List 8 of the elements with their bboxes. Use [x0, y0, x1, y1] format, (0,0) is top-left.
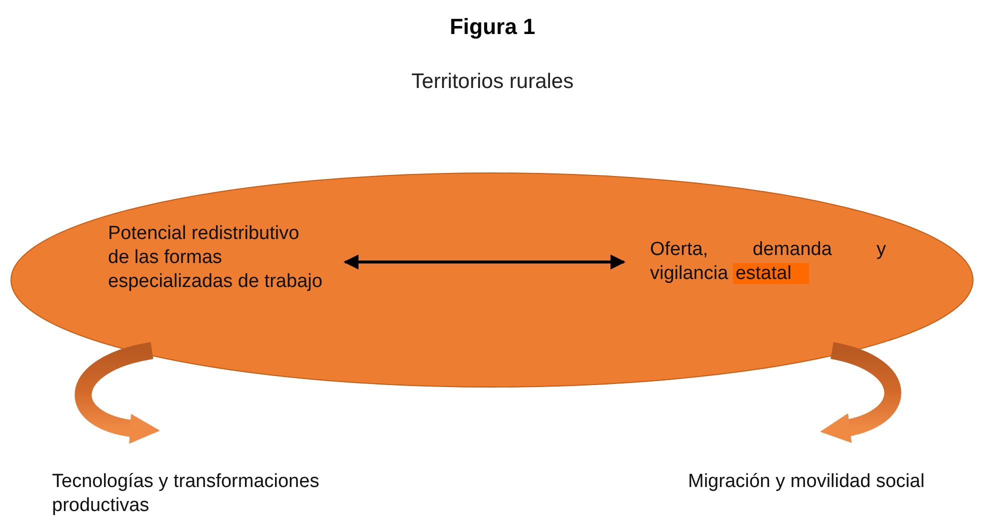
- node-text: Oferta, demanda y vigilancia estatal: [650, 238, 886, 286]
- node-text: Migración y movilidad social: [688, 470, 978, 494]
- node-text: Tecnologías y transformaciones productivas: [52, 470, 412, 518]
- diagram-heading: Territorios rurales: [410, 70, 575, 94]
- figure-title: Figura 1: [448, 14, 536, 40]
- ellipse-shape: [10, 172, 974, 388]
- node-text: Potencial redistributivo de las formas especializadas de trabajo: [108, 222, 323, 294]
- double-arrow: [344, 254, 626, 270]
